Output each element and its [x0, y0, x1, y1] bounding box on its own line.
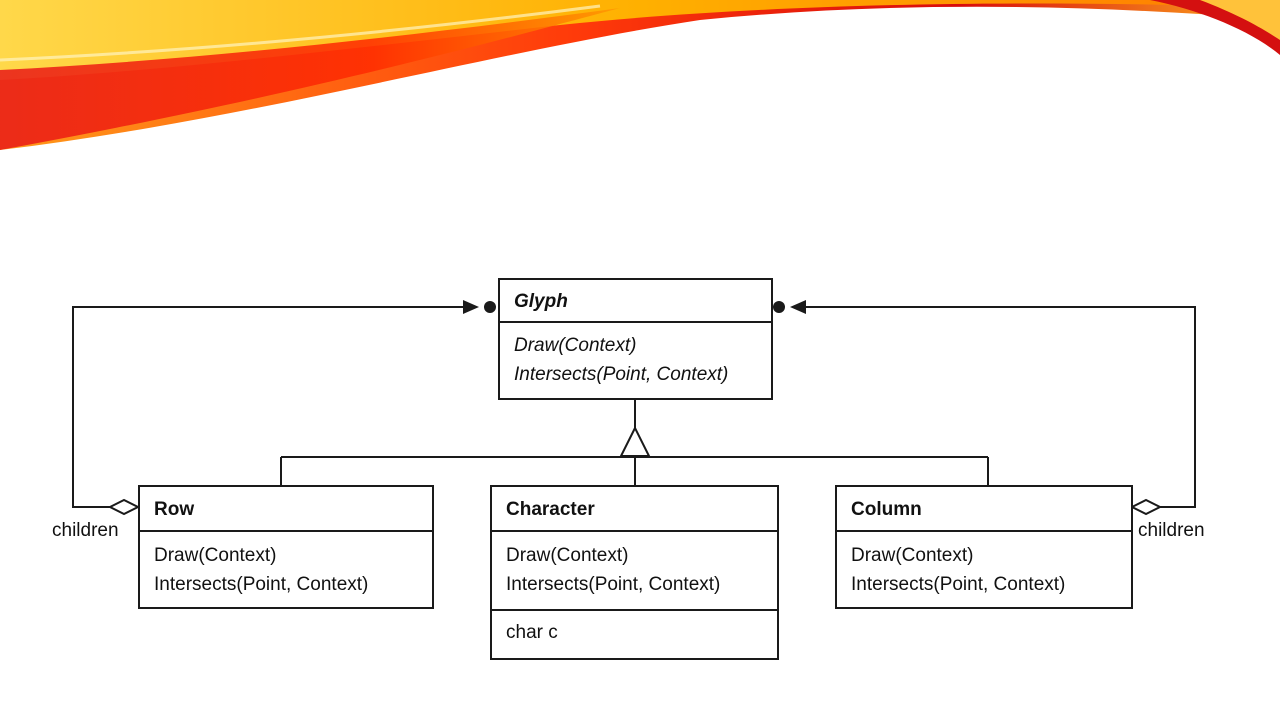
operation-draw: Draw(Context): [506, 545, 629, 566]
operation-intersects: Intersects(Point, Context): [851, 574, 1066, 595]
role-label-children-left: children: [52, 520, 119, 541]
class-name-character: Character: [492, 487, 777, 532]
multiplicity-dot-right: [773, 301, 785, 313]
operations-glyph: Draw(Context) Intersects(Point, Context): [500, 323, 771, 389]
class-name-row: Row: [140, 487, 432, 532]
class-character: Character Draw(Context) Intersects(Point…: [490, 485, 779, 660]
operation-draw: Draw(Context): [154, 545, 277, 566]
operation-draw: Draw(Context): [514, 335, 637, 356]
arrowhead-left: [463, 300, 479, 314]
operation-intersects: Intersects(Point, Context): [506, 574, 721, 595]
class-name-glyph: Glyph: [500, 280, 771, 323]
operations-character: Draw(Context) Intersects(Point, Context): [492, 532, 777, 609]
attributes-character: char c: [492, 609, 777, 644]
aggregation-diamond-right: [1129, 498, 1163, 516]
operations-column: Draw(Context) Intersects(Point, Context): [837, 532, 1131, 599]
inheritance-triangle: [619, 425, 651, 457]
class-name-column: Column: [837, 487, 1131, 532]
banner-swoosh: [0, 0, 1280, 150]
operations-row: Draw(Context) Intersects(Point, Context): [140, 532, 432, 599]
aggregation-line-left: [72, 306, 470, 508]
operation-intersects: Intersects(Point, Context): [154, 574, 369, 595]
operation-intersects: Intersects(Point, Context): [514, 364, 729, 385]
operation-draw: Draw(Context): [851, 545, 974, 566]
attribute-char-c: char c: [506, 622, 558, 643]
class-column: Column Draw(Context) Intersects(Point, C…: [835, 485, 1133, 609]
arrowhead-right: [790, 300, 806, 314]
role-label-children-right: children: [1138, 520, 1205, 541]
aggregation-line-right: [800, 306, 1196, 508]
multiplicity-dot-left: [484, 301, 496, 313]
class-glyph: Glyph Draw(Context) Intersects(Point, Co…: [498, 278, 773, 400]
aggregation-diamond-left: [107, 498, 141, 516]
class-row: Row Draw(Context) Intersects(Point, Cont…: [138, 485, 434, 609]
